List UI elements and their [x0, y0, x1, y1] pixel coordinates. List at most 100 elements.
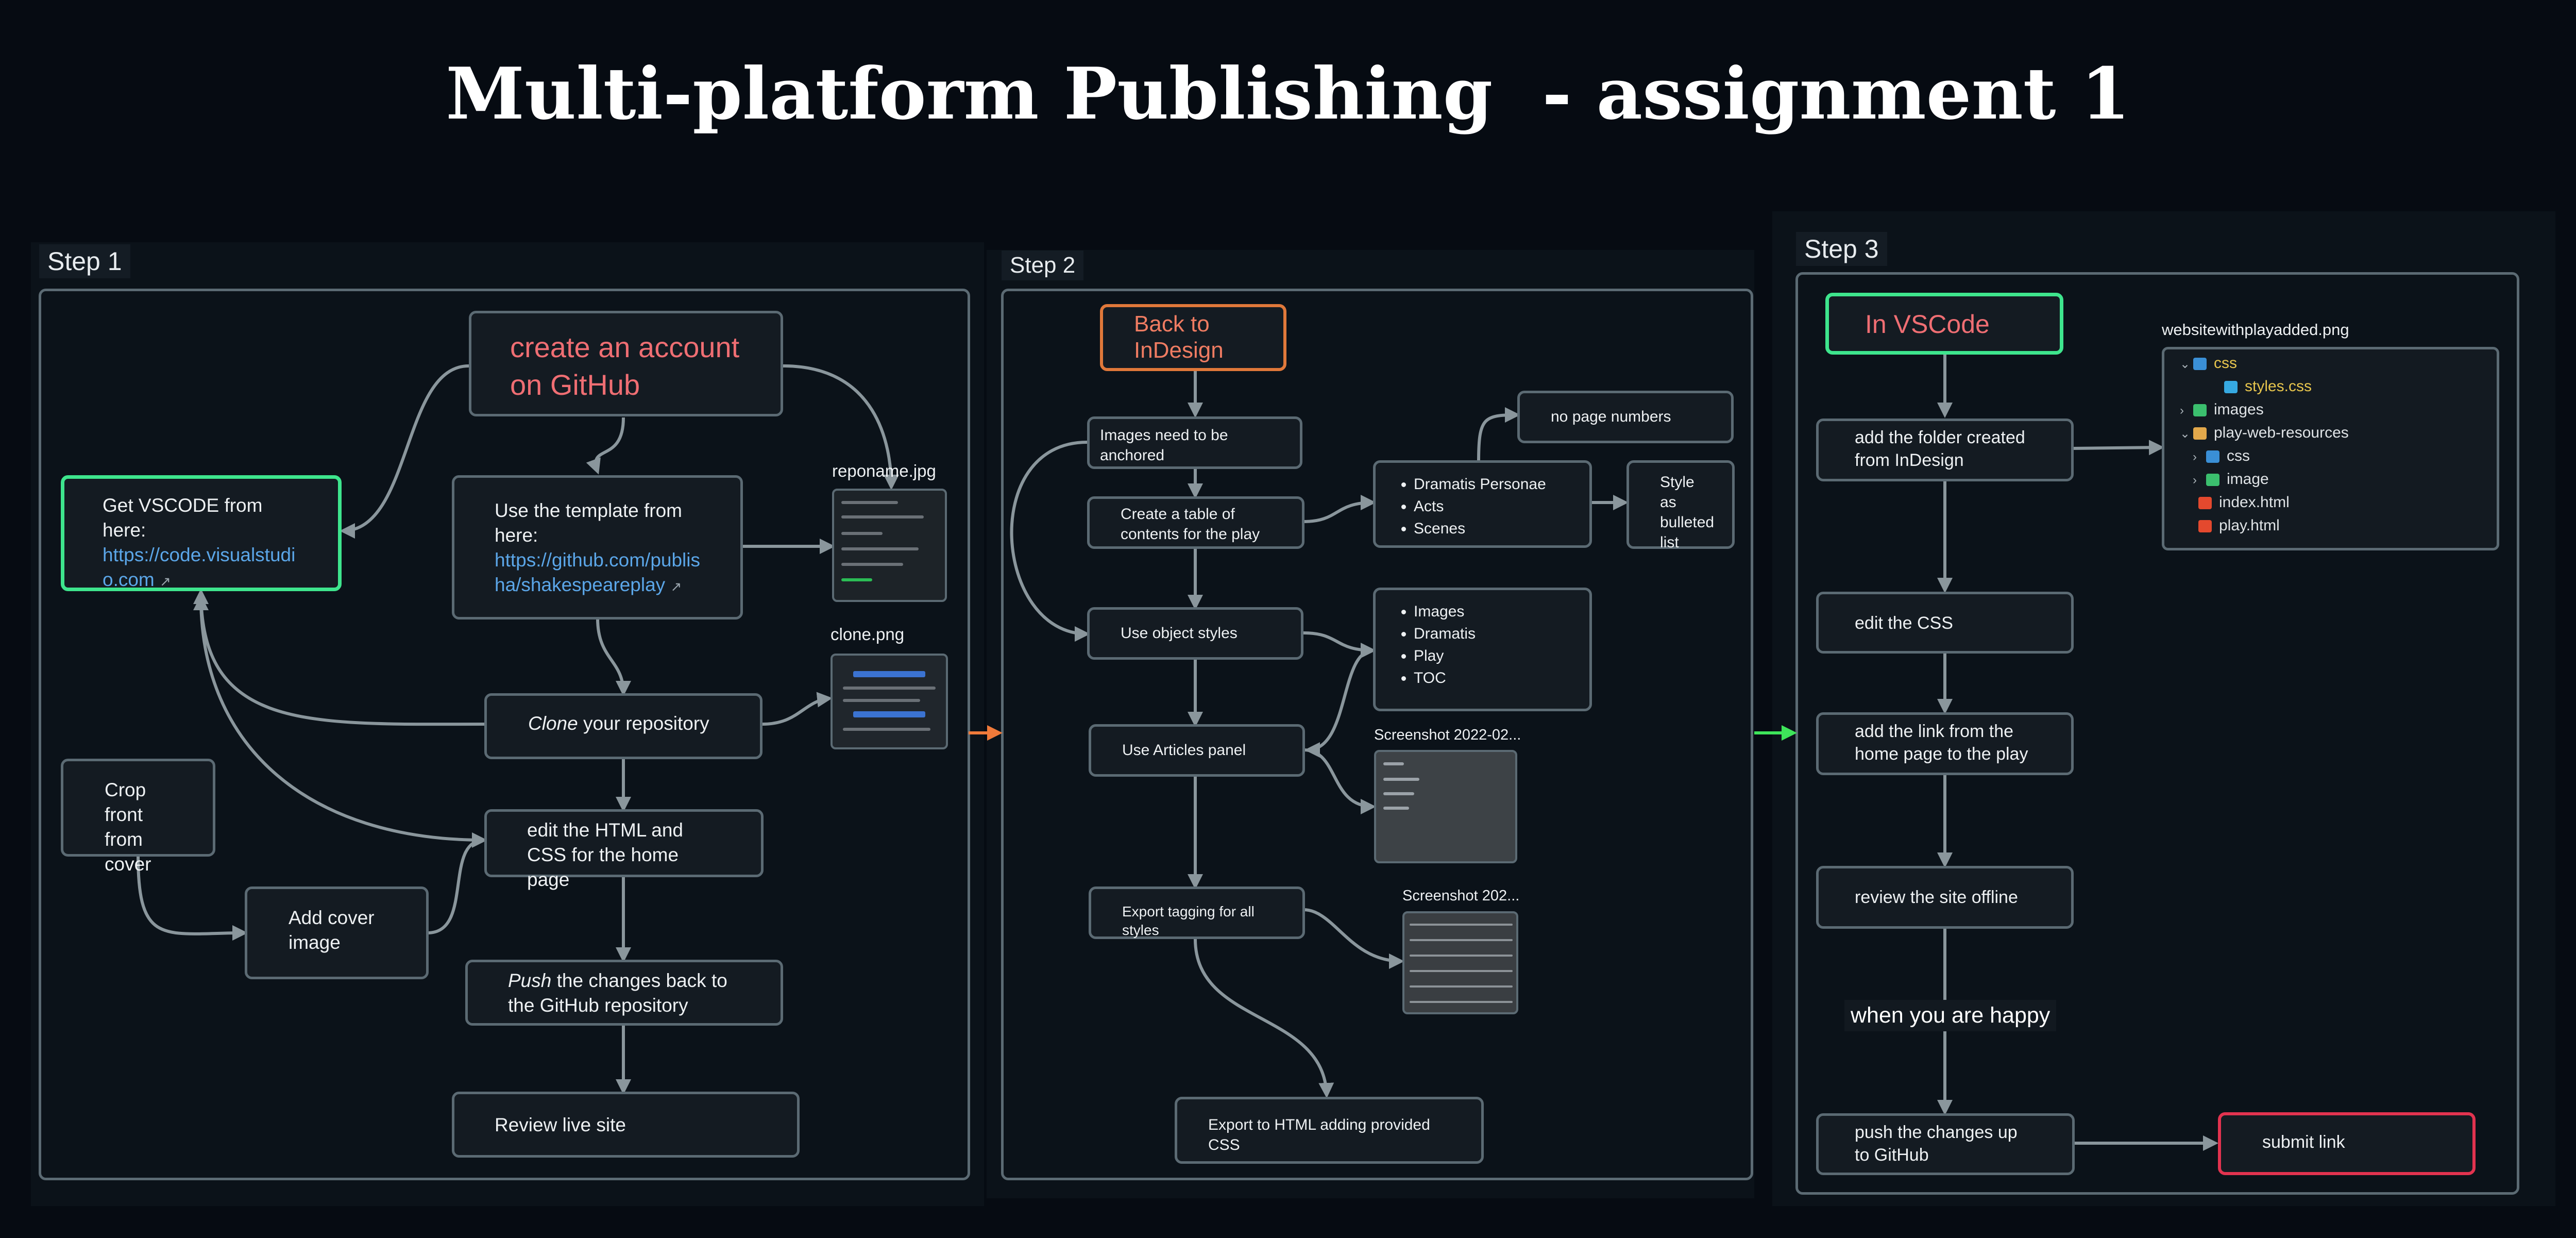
tree-row[interactable]: › images [2180, 401, 2264, 419]
tree-label: css [2227, 447, 2250, 464]
crop-front-node[interactable]: Crop front from cover [61, 759, 215, 875]
add-folder-text: add the folder created from InDesign [1855, 428, 2025, 471]
clone-thumbnail[interactable] [831, 654, 948, 749]
chevron-down-icon: ⌄ [2180, 427, 2191, 441]
vscode-link[interactable]: https://code.visualstudio.com [103, 544, 296, 591]
create-account-text: create an account on GitHub [510, 331, 740, 401]
chevron-right-icon: › [2193, 450, 2197, 464]
push-emphasis: Push [508, 970, 552, 991]
tree-row[interactable]: ⌄ play-web-resources [2180, 424, 2349, 442]
no-page-numbers-node[interactable]: no page numbers [1517, 391, 1734, 443]
submit-link-node[interactable]: submit link [2218, 1112, 2476, 1175]
toc-list: Dramatis Personae Acts Scenes [1391, 474, 1574, 539]
bulleted-list-node[interactable]: Style as bulleted list [1626, 460, 1735, 551]
folder-icon [2206, 450, 2219, 463]
toc-node[interactable]: Create a table of contents for the play [1087, 496, 1304, 549]
create-account-node[interactable]: create an account on GitHub [469, 311, 783, 416]
edge-list-to-articles [1304, 649, 1374, 758]
template-node[interactable]: Use the template from here: https://gith… [452, 475, 743, 620]
add-link-node[interactable]: add the link from the home page to the p… [1816, 712, 2074, 775]
export-tagging-node[interactable]: Export tagging for all styles [1089, 886, 1305, 939]
bulleted-list-text: Style as bulleted list [1660, 474, 1715, 551]
review-offline-node[interactable]: review the site offline [1816, 866, 2074, 929]
tree-row[interactable]: styles.css [2211, 378, 2312, 395]
tree-row[interactable]: play.html [2185, 517, 2280, 534]
tree-row[interactable]: ⌄css [2180, 355, 2237, 372]
css-file-icon [2224, 381, 2238, 394]
in-vscode-node[interactable]: In VSCode [1825, 293, 2063, 355]
screenshot2-label: Screenshot 202... [1402, 888, 1520, 904]
edit-css-node[interactable]: edit the CSS [1816, 592, 2074, 654]
chevron-right-icon: › [2180, 404, 2184, 417]
html-file-icon [2198, 520, 2212, 533]
toc-item: Scenes [1414, 518, 1574, 539]
toc-list-node[interactable]: Dramatis Personae Acts Scenes [1373, 460, 1592, 548]
reponame-label: reponame.jpg [832, 461, 936, 480]
submit-link-text: submit link [2262, 1132, 2345, 1152]
tree-label: index.html [2219, 494, 2290, 511]
add-cover-node[interactable]: Add cover image [245, 886, 429, 979]
toc-item: Dramatis Personae [1414, 474, 1574, 494]
back-to-indesign-node[interactable]: Back to InDesign [1100, 304, 1286, 371]
clone-text: your repository [578, 713, 709, 734]
edge-edit-to-vscode [193, 595, 485, 842]
screenshot1-thumbnail[interactable] [1374, 750, 1517, 863]
folder-icon [2193, 404, 2207, 417]
tree-label: play-web-resources [2214, 424, 2349, 441]
website-label: websitewithplayadded.png [2162, 321, 2349, 339]
tree-row[interactable]: ›image [2193, 471, 2269, 488]
step1-label: Step 1 [39, 244, 130, 278]
edge-addfolder-to-tree [2072, 440, 2164, 456]
object-item: Dramatis [1414, 624, 1574, 644]
template-link[interactable]: https://github.com/publisha/shakespearep… [495, 549, 700, 596]
edit-css-text: edit the CSS [1855, 613, 1953, 633]
review-offline-text: review the site offline [1855, 888, 2018, 907]
folder-icon [2206, 474, 2219, 487]
get-vscode-text: Get VSCODE from here: [103, 495, 263, 541]
push-up-text: push the changes up to GitHub [1855, 1123, 2018, 1165]
tree-row[interactable]: › css [2193, 447, 2250, 465]
edit-html-text: edit the HTML and CSS for the home page [527, 819, 684, 891]
images-anchored-node[interactable]: Images need to be anchored [1087, 416, 1302, 469]
external-link-icon: ↗ [670, 579, 682, 595]
tree-row[interactable]: index.html [2185, 494, 2290, 511]
edge-clone-to-clonepng [762, 692, 833, 726]
edge-list-to-nopage [1477, 407, 1520, 462]
add-cover-text: Add cover image [289, 907, 375, 953]
add-folder-node[interactable]: add the folder created from InDesign [1816, 419, 2074, 481]
push-text: the changes back to the GitHub repositor… [508, 970, 733, 1016]
articles-panel-text: Use Articles panel [1122, 742, 1246, 759]
screenshot1-label: Screenshot 2022-02... [1374, 727, 1521, 743]
edge-clone-to-vscode [193, 589, 485, 726]
clone-node[interactable]: Clone your repository [484, 693, 762, 759]
tree-label: styles.css [2245, 378, 2312, 395]
folder-icon [2193, 427, 2207, 440]
tree-label: css [2214, 355, 2237, 372]
push-node[interactable]: Push the changes back to the GitHub repo… [465, 960, 783, 1026]
get-vscode-node[interactable]: Get VSCODE from here: https://code.visua… [61, 475, 342, 591]
object-list-node[interactable]: Images Dramatis Play TOC [1373, 588, 1592, 711]
reponame-thumbnail[interactable] [832, 489, 947, 602]
object-list: Images Dramatis Play TOC [1391, 601, 1574, 688]
edge-addcover-to-edit [427, 832, 487, 934]
object-item: TOC [1414, 668, 1574, 688]
edit-html-node[interactable]: edit the HTML and CSS for the home page [484, 809, 764, 890]
edge-template-to-clone [596, 618, 631, 696]
edge-images-to-objstyles [1010, 441, 1090, 642]
toc-text: Create a table of contents for the play [1121, 506, 1260, 543]
template-text: Use the template from here: [495, 500, 682, 546]
when-happy-label: when you are happy [1844, 1000, 2057, 1031]
review-live-node[interactable]: Review live site [452, 1092, 800, 1158]
articles-panel-node[interactable]: Use Articles panel [1089, 724, 1305, 777]
object-styles-text: Use object styles [1121, 625, 1238, 642]
edge-account-to-template [586, 417, 625, 475]
export-html-node[interactable]: Export to HTML adding provided CSS [1175, 1097, 1484, 1164]
push-up-node[interactable]: push the changes up to GitHub [1816, 1113, 2075, 1175]
images-anchored-text: Images need to be anchored [1100, 427, 1228, 464]
edge-account-to-reponame [783, 364, 899, 490]
edge-export-to-screenshot2 [1303, 908, 1404, 969]
object-styles-node[interactable]: Use object styles [1087, 607, 1303, 660]
file-tree-panel[interactable]: ⌄css styles.css › images ⌄ play-web-resour… [2162, 347, 2499, 550]
tree-label: images [2214, 401, 2264, 418]
screenshot2-thumbnail[interactable] [1402, 911, 1518, 1014]
